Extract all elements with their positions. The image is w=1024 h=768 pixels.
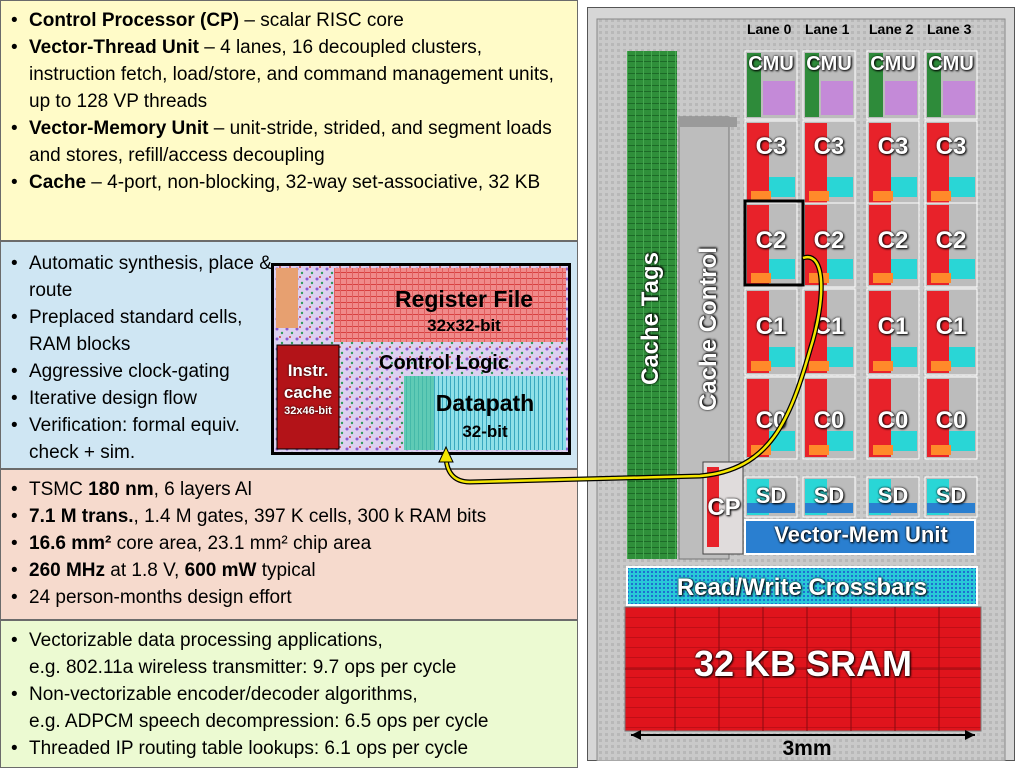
- panel-architecture: Control Processor (CP) – scalar RISC cor…: [0, 0, 578, 241]
- lane-2-label: Lane 2: [869, 21, 914, 37]
- c3-lane-2-label: C3: [877, 133, 909, 160]
- panel-applications: Vectorizable data processing application…: [0, 620, 578, 768]
- list-item: Cache – 4-port, non-blocking, 32-way set…: [9, 169, 573, 196]
- instr-cache-label: Instr. cache 32x46-bit: [283, 361, 333, 417]
- lane-3-label: Lane 3: [927, 21, 972, 37]
- register-file-size: 32x32-bit: [427, 316, 501, 335]
- cmu-lane-0-label: CMU: [748, 53, 794, 75]
- c0-lane-2-label: C0: [877, 407, 909, 434]
- list-item: 16.6 mm² core area, 23.1 mm² chip area: [9, 530, 573, 557]
- c3-lane-3-label: C3: [935, 133, 967, 160]
- c2-lane-3-label: C2: [935, 227, 967, 254]
- list-item: Automatic synthesis, place & route: [9, 250, 279, 304]
- die-photo: Lane 0 Lane 1 Lane 2 Lane 3 Cache Tags C…: [587, 7, 1015, 761]
- list-item: 260 MHz at 1.8 V, 600 mW typical: [9, 557, 573, 584]
- applications-list: Vectorizable data processing application…: [1, 621, 577, 762]
- list-item: 7.1 M trans., 1.4 M gates, 397 K cells, …: [9, 503, 573, 530]
- list-item: 24 person-months design effort: [9, 584, 573, 611]
- cluster-layout-inset: Register File 32x32-bit Control Logic In…: [271, 263, 571, 455]
- scale-label: 3mm: [782, 737, 832, 760]
- c2-lane-1-label: C2: [813, 227, 845, 254]
- sram-label: 32 KB SRAM: [693, 643, 913, 684]
- c1-lane-3-label: C1: [935, 313, 967, 340]
- cache-tags-label: Cache Tags: [637, 252, 664, 385]
- list-item: Iterative design flow: [9, 385, 279, 412]
- list-item: Preplaced standard cells, RAM blocks: [9, 304, 279, 358]
- sd-lane-0-label: SD: [755, 483, 787, 508]
- control-logic-label: Control Logic: [379, 352, 509, 374]
- chip-stats-list: TSMC 180 nm, 6 layers Al 7.1 M trans., 1…: [1, 470, 577, 611]
- sd-lane-1-label: SD: [813, 483, 845, 508]
- lane-0-label: Lane 0: [747, 21, 792, 37]
- list-item: Vectorizable data processing application…: [9, 627, 573, 681]
- register-file-label: Register File: [394, 286, 534, 312]
- cache-control-label: Cache Control: [695, 246, 722, 411]
- design-flow-list: Automatic synthesis, place & route Prepl…: [1, 242, 283, 466]
- cp-label: CP: [707, 494, 741, 521]
- list-item: Verification: formal equiv. check + sim.: [9, 412, 279, 466]
- cmu-lane-2-label: CMU: [870, 53, 916, 75]
- cmu-lane-1-label: CMU: [806, 53, 852, 75]
- c2-lane-0-label: C2: [755, 227, 787, 254]
- list-item: Vector-Thread Unit – 4 lanes, 16 decoupl…: [9, 34, 573, 115]
- sd-lane-2-label: SD: [877, 483, 909, 508]
- c1-lane-1-label: C1: [813, 313, 845, 340]
- vmu-label: Vector-Mem Unit: [774, 522, 948, 547]
- c1-lane-2-label: C1: [877, 313, 909, 340]
- c0-lane-1-label: C0: [813, 407, 845, 434]
- c2-lane-2-label: C2: [877, 227, 909, 254]
- crossbars-label: Read/Write Crossbars: [676, 574, 928, 601]
- list-item: Vector-Memory Unit – unit-stride, stride…: [9, 115, 573, 169]
- lane-1-label: Lane 1: [805, 21, 850, 37]
- datapath-label: Datapath: [435, 390, 535, 416]
- c3-lane-1-label: C3: [813, 133, 845, 160]
- list-item: Aggressive clock-gating: [9, 358, 279, 385]
- list-item: TSMC 180 nm, 6 layers Al: [9, 476, 573, 503]
- list-item: Control Processor (CP) – scalar RISC cor…: [9, 7, 573, 34]
- c3-lane-0-label: C3: [755, 133, 787, 160]
- list-item: Non-vectorizable encoder/decoder algorit…: [9, 681, 573, 735]
- c1-lane-0-label: C1: [755, 313, 787, 340]
- c0-lane-3-label: C0: [935, 407, 967, 434]
- cmu-lane-3-label: CMU: [928, 53, 974, 75]
- list-item: Threaded IP routing table lookups: 6.1 o…: [9, 735, 573, 762]
- panel-chip-stats: TSMC 180 nm, 6 layers Al 7.1 M trans., 1…: [0, 469, 578, 620]
- c0-lane-0-label: C0: [755, 407, 787, 434]
- sd-lane-3-label: SD: [935, 483, 967, 508]
- datapath-width: 32-bit: [462, 422, 508, 441]
- architecture-list: Control Processor (CP) – scalar RISC cor…: [1, 1, 577, 196]
